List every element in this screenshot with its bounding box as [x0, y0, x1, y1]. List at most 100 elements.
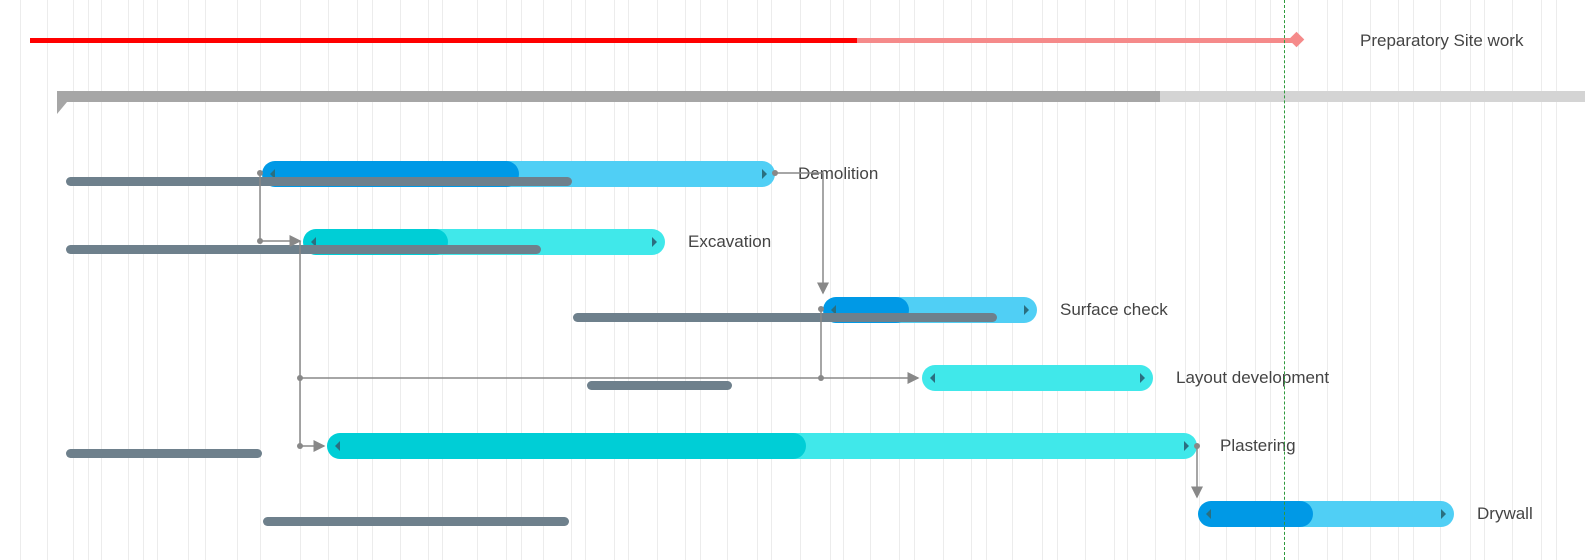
grid-line	[188, 0, 189, 560]
link-demolition-surface-check	[775, 172, 829, 295]
task-label: Layout development	[1176, 368, 1330, 387]
today-marker-line	[1284, 0, 1285, 560]
grid-line	[727, 0, 728, 560]
resize-right-handle-icon[interactable]	[652, 237, 657, 247]
resize-left-handle-icon[interactable]	[270, 169, 275, 179]
grid-line	[157, 0, 158, 560]
grid-line	[986, 0, 987, 560]
grid-line	[1185, 0, 1186, 560]
grid-line	[943, 0, 944, 560]
grid-line	[1114, 0, 1115, 560]
resize-right-handle-icon[interactable]	[1140, 373, 1145, 383]
grid-line	[700, 0, 701, 560]
baseline-bar	[66, 177, 572, 186]
baseline-bar	[587, 381, 732, 390]
grid-line	[1556, 0, 1557, 560]
resize-left-handle-icon[interactable]	[831, 305, 836, 315]
grid-line	[1342, 0, 1343, 560]
resize-right-handle-icon[interactable]	[762, 169, 767, 179]
group-start-marker-icon	[57, 102, 67, 114]
grid-line	[1155, 0, 1156, 560]
grid-line	[771, 0, 772, 560]
grid-line	[1226, 0, 1227, 560]
task-label: Drywall	[1477, 504, 1533, 523]
resize-left-handle-icon[interactable]	[311, 237, 316, 247]
resize-right-handle-icon[interactable]	[1024, 305, 1029, 315]
grid-line	[73, 0, 74, 560]
task-progress	[327, 433, 806, 459]
grid-line	[1413, 0, 1414, 560]
grid-line	[260, 0, 261, 560]
grid-line	[477, 0, 478, 560]
baseline-bar	[66, 245, 541, 254]
baseline-bar	[573, 313, 997, 322]
baseline-bar	[66, 449, 262, 458]
task-bar[interactable]	[1198, 501, 1454, 527]
task-label: Excavation	[688, 232, 772, 251]
grid-line	[685, 0, 686, 560]
grid-line	[543, 0, 544, 560]
grid-line	[1398, 0, 1399, 560]
task-label: Surface check	[1060, 300, 1168, 319]
grid-line	[442, 0, 443, 560]
grid-line	[1199, 0, 1200, 560]
grid-line	[1012, 0, 1013, 560]
task-label: Plastering	[1220, 436, 1296, 455]
group-bar-done	[57, 91, 1160, 102]
grid-line	[614, 0, 615, 560]
resize-left-handle-icon[interactable]	[1206, 509, 1211, 519]
resize-right-handle-icon[interactable]	[1184, 441, 1189, 451]
grid-line	[1298, 0, 1299, 560]
grid-line	[870, 0, 871, 560]
grid-line	[143, 0, 144, 560]
resize-right-handle-icon[interactable]	[1441, 509, 1446, 519]
grid-line	[1127, 0, 1128, 560]
grid-line	[1512, 0, 1513, 560]
link-demolition-excavation	[259, 173, 302, 247]
grid-line	[1042, 0, 1043, 560]
grid-line	[800, 0, 801, 560]
grid-line	[1085, 0, 1086, 560]
grid-line	[830, 0, 831, 560]
resize-left-handle-icon[interactable]	[335, 441, 340, 451]
critical-bar-done	[30, 38, 857, 43]
grid-line	[1484, 0, 1485, 560]
grid-line	[205, 0, 206, 560]
grid-line	[914, 0, 915, 560]
grid-line	[1270, 0, 1271, 560]
grid-line	[237, 0, 238, 560]
grid-line	[1370, 0, 1371, 560]
grid-line	[1440, 0, 1441, 560]
grid-line	[506, 0, 507, 560]
grid-line	[47, 0, 48, 560]
grid-line	[328, 0, 329, 560]
summary-task-label: Preparatory Site work	[1360, 31, 1524, 50]
task-bar[interactable]	[327, 433, 1197, 459]
task-bar[interactable]	[922, 365, 1153, 391]
grid-line	[628, 0, 629, 560]
grid-line	[899, 0, 900, 560]
group-bar-remaining	[1160, 91, 1585, 102]
grid-line	[428, 0, 429, 560]
grid-line	[128, 0, 129, 560]
grid-line	[1470, 0, 1471, 560]
grid-line	[971, 0, 972, 560]
grid-line	[400, 0, 401, 560]
grid-line	[585, 0, 586, 560]
grid-line	[571, 0, 572, 560]
grid-line	[20, 0, 21, 560]
grid-line	[1255, 0, 1256, 560]
critical-bar-remaining	[857, 38, 1297, 43]
grid-line	[1541, 0, 1542, 560]
grid-line	[757, 0, 758, 560]
grid-line	[101, 0, 102, 560]
task-progress	[1198, 501, 1314, 527]
resize-left-handle-icon[interactable]	[930, 373, 935, 383]
grid-line	[657, 0, 658, 560]
grid-line	[372, 0, 373, 560]
grid-line	[1057, 0, 1058, 560]
task-label: Demolition	[798, 164, 879, 183]
link-excavation-layout	[299, 241, 326, 452]
